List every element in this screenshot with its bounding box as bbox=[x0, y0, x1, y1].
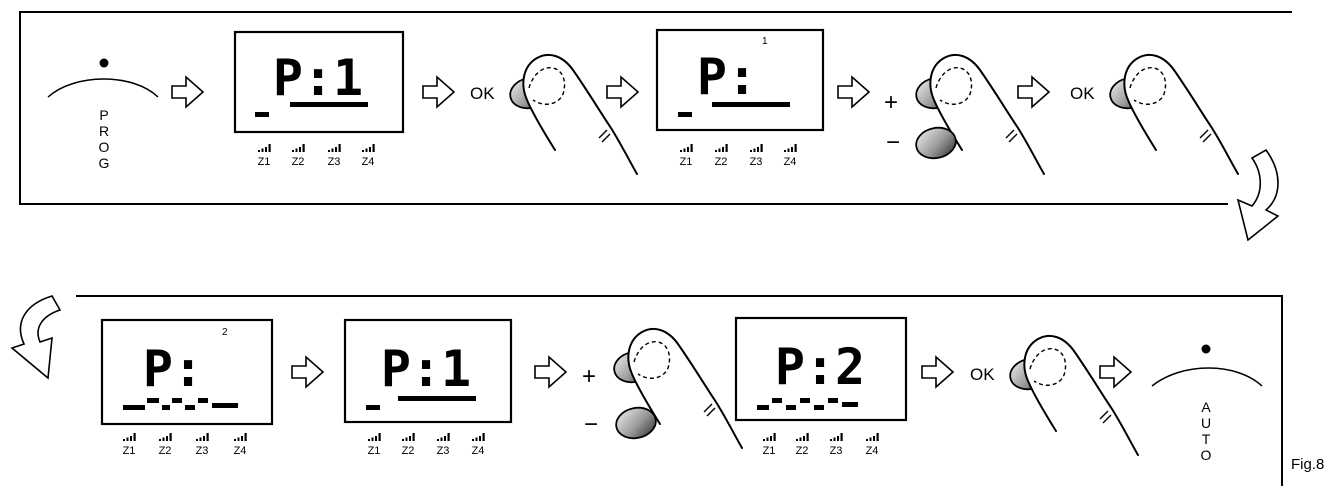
zone-label: Z4 bbox=[866, 445, 879, 457]
arrow-right-icon bbox=[422, 76, 455, 108]
arrow-right-icon bbox=[606, 76, 639, 108]
zone-label: Z1 bbox=[258, 156, 271, 168]
zone-label: Z1 bbox=[763, 445, 776, 457]
zone-label: Z4 bbox=[784, 156, 797, 168]
zone-label: Z4 bbox=[234, 445, 247, 457]
arrow-right-icon bbox=[534, 356, 567, 388]
prog-letter: P bbox=[99, 107, 108, 123]
lcd-display-4: P:1 Z1 Z2 Z3 Z4 bbox=[343, 318, 513, 457]
display-text: P: bbox=[697, 48, 757, 106]
prog-letter: R bbox=[99, 123, 109, 139]
dot-icon bbox=[99, 58, 109, 68]
zone-label: Z2 bbox=[796, 445, 809, 457]
dot-icon bbox=[1201, 344, 1211, 354]
lcd-display-1: P:1 Z1 Z2 Z3 Z4 bbox=[233, 30, 405, 168]
prog-letter: G bbox=[99, 155, 110, 171]
finger-press-icon bbox=[929, 53, 1045, 175]
zone-indicators: Z1 Z2 Z3 Z4 bbox=[680, 144, 797, 168]
zone-label: Z3 bbox=[437, 445, 450, 457]
lcd-display-5: P:2 Z1 Z2 Z3 Z4 bbox=[734, 316, 908, 457]
zone-indicators: Z1 Z2 Z3 Z4 bbox=[368, 433, 485, 457]
auto-letter: O bbox=[1201, 447, 1212, 463]
arrow-right-icon bbox=[1099, 356, 1132, 388]
zone-label: Z3 bbox=[750, 156, 763, 168]
zone-label: Z3 bbox=[830, 445, 843, 457]
display-text: P: bbox=[143, 340, 203, 398]
zone-label: Z2 bbox=[292, 156, 305, 168]
zone-label: Z1 bbox=[368, 445, 381, 457]
arrow-right-icon bbox=[171, 76, 204, 108]
arrow-right-icon bbox=[921, 356, 954, 388]
auto-letter: A bbox=[1201, 399, 1211, 415]
zone-label: Z3 bbox=[328, 156, 341, 168]
zone-label: Z1 bbox=[123, 445, 136, 457]
row2-frame bbox=[76, 295, 1283, 486]
program-bar-segments bbox=[757, 398, 858, 410]
prog-letter: O bbox=[99, 139, 110, 155]
zone-label: Z4 bbox=[472, 445, 485, 457]
auto-button[interactable]: A U T O bbox=[1151, 344, 1263, 464]
zone-label: Z2 bbox=[402, 445, 415, 457]
zone-label: Z2 bbox=[715, 156, 728, 168]
zone-label: Z3 bbox=[196, 445, 209, 457]
zone-indicators: Z1 Z2 Z3 Z4 bbox=[123, 433, 247, 457]
zone-label: Z4 bbox=[362, 156, 375, 168]
lcd-display-2: 1 P: Z1 Z2 Z3 Z4 bbox=[655, 28, 825, 168]
plus-label: + bbox=[884, 89, 898, 116]
minus-label: − bbox=[584, 411, 598, 438]
prog-button[interactable]: P R O G bbox=[47, 58, 159, 172]
auto-letter: T bbox=[1202, 431, 1211, 447]
display-text: P:1 bbox=[381, 340, 471, 398]
ok-label: OK bbox=[1070, 84, 1095, 103]
display-superscript: 2 bbox=[222, 327, 228, 338]
arrow-right-icon bbox=[1017, 76, 1050, 108]
display-text: P:2 bbox=[775, 338, 865, 396]
zone-indicators: Z1 Z2 Z3 Z4 bbox=[258, 144, 375, 168]
figure-label: Fig.8 bbox=[1291, 456, 1325, 473]
lcd-display-3: 2 P: Z1 Z2 Z3 Z4 bbox=[100, 318, 274, 457]
display-text: P:1 bbox=[273, 49, 363, 107]
plus-label: + bbox=[582, 363, 596, 390]
program-bar-segments bbox=[123, 398, 238, 410]
zone-label: Z2 bbox=[159, 445, 172, 457]
arrow-right-icon bbox=[291, 356, 324, 388]
row1-frame bbox=[19, 11, 1292, 205]
finger-press-icon bbox=[1123, 53, 1239, 175]
zone-label: Z1 bbox=[680, 156, 693, 168]
finger-press-icon bbox=[522, 53, 638, 175]
curved-arrow-left-icon bbox=[10, 295, 62, 380]
ok-label: OK bbox=[970, 365, 995, 384]
minus-label: − bbox=[886, 129, 900, 156]
display-superscript: 1 bbox=[762, 36, 768, 47]
curved-arrow-down-icon bbox=[1236, 148, 1280, 242]
auto-letter: U bbox=[1201, 415, 1211, 431]
finger-press-icon bbox=[1023, 334, 1139, 456]
ok-label: OK bbox=[470, 84, 495, 103]
arrow-right-icon bbox=[837, 76, 870, 108]
zone-indicators: Z1 Z2 Z3 Z4 bbox=[763, 433, 879, 457]
